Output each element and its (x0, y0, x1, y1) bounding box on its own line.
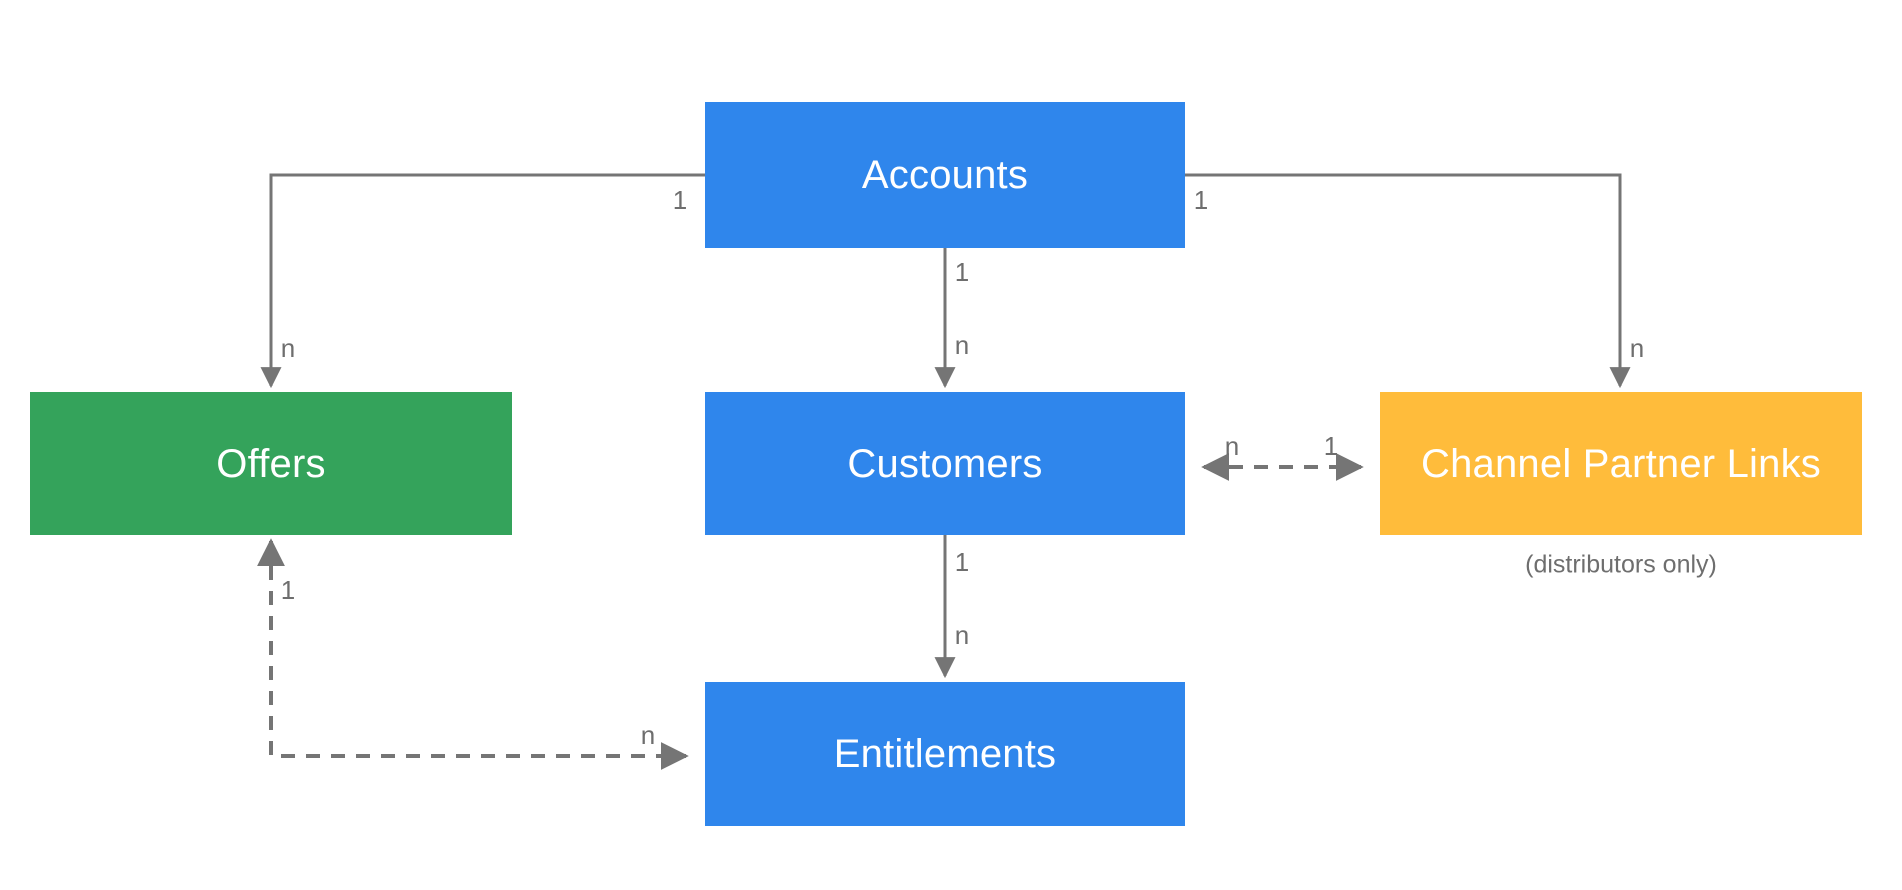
node-entitlements-label: Entitlements (833, 732, 1057, 776)
cardinality-accounts-offers-target: n (280, 333, 296, 363)
edge-accounts-offers (260, 173, 705, 389)
cardinality-accounts-customers-target: n (954, 330, 970, 360)
node-accounts[interactable]: Accounts (705, 102, 1185, 248)
node-offers-label: Offers (216, 441, 326, 486)
node-accounts-label: Accounts (861, 153, 1029, 197)
cardinality-offers-entitlements-target: n (640, 720, 656, 750)
cardinality-offers-entitlements-source: 1 (280, 575, 296, 605)
cardinality-customers-channel-target: 1 (1323, 431, 1339, 461)
cardinality-accounts-customers-source: 1 (954, 257, 970, 287)
channel-partner-links-note: (distributors only) (1525, 550, 1717, 579)
node-offers[interactable]: Offers (30, 392, 512, 535)
cardinality-customers-entitlements-target: n (954, 620, 970, 650)
node-channel-partner-links[interactable]: Channel Partner Links (1380, 392, 1862, 535)
cardinality-accounts-offers-source: 1 (672, 185, 688, 215)
node-entitlements[interactable]: Entitlements (705, 682, 1185, 826)
edge-offers-entitlements (257, 538, 689, 770)
cardinality-accounts-channel-source: 1 (1193, 185, 1209, 215)
node-customers[interactable]: Customers (705, 392, 1185, 535)
node-customers-label: Customers (847, 441, 1043, 486)
cardinality-customers-entitlements-source: 1 (954, 547, 970, 577)
edge-accounts-channel (1185, 173, 1631, 389)
node-channel-partner-links-label: Channel Partner Links (1421, 441, 1821, 486)
cardinality-accounts-channel-target: n (1629, 333, 1645, 363)
cardinality-customers-channel-source: n (1224, 431, 1240, 461)
